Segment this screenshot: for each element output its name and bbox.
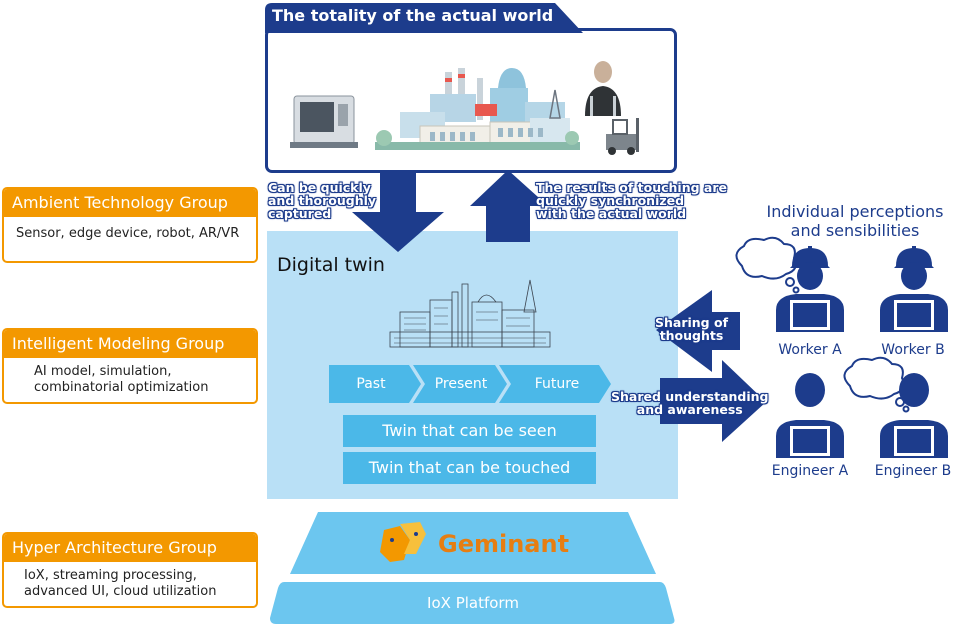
sync-arrow: [470, 170, 548, 242]
group-description: IoX, streaming processing, advanced UI, …: [4, 562, 256, 600]
group-description-line: AI model, simulation,: [34, 364, 172, 379]
engineer-a-label: Engineer A: [771, 463, 849, 479]
worker-b-icon: [880, 246, 948, 332]
twin-touched-box: Twin that can be touched: [343, 452, 596, 484]
perceptions-heading-line: Individual perceptions: [766, 202, 944, 221]
engineer-b-icon: [880, 373, 948, 458]
ambient-technology-group: Ambient Technology Group Sensor, edge de…: [2, 187, 258, 263]
intelligent-modeling-group: Intelligent Modeling Group AI model, sim…: [2, 328, 258, 404]
forklift-icon: [606, 118, 639, 155]
sharing-arrow: [656, 290, 740, 372]
iox-platform-label: IoX Platform: [427, 594, 519, 612]
timeline-past: Past: [356, 376, 386, 392]
group-title: Intelligent Modeling Group: [4, 330, 256, 358]
group-description: Sensor, edge device, robot, AR/VR: [16, 226, 240, 241]
sync-label: The results of touching are quickly sync…: [536, 180, 727, 221]
timeline-present: Present: [434, 376, 488, 392]
geminant-logo-icon: [380, 522, 426, 562]
twin-seen-box: Twin that can be seen: [343, 415, 596, 447]
thought-bubble-icon: [843, 356, 910, 413]
engineer-a-icon: [776, 373, 844, 458]
group-title: Hyper Architecture Group: [4, 534, 256, 562]
iox-platform-layer: [270, 582, 675, 624]
worker-a-label: Worker A: [778, 342, 842, 358]
group-description-line: advanced UI, cloud utilization: [24, 584, 217, 599]
digital-twin-factory-sketch: [389, 279, 551, 348]
engineer-b-label: Engineer B: [874, 463, 952, 479]
worker-photo-icon: [585, 61, 621, 116]
geminant-brand: Geminant: [438, 530, 570, 558]
group-description-line: combinatorial optimization: [34, 380, 209, 395]
shared-understanding-arrow: [660, 360, 766, 442]
thought-bubble-icon: [735, 236, 800, 294]
platform-shapes: [270, 512, 675, 624]
actual-world-illustration: [290, 61, 639, 155]
timeline-future: Future: [534, 376, 580, 392]
group-description-line: IoX, streaming processing,: [24, 568, 197, 583]
actual-world-title-tab: [265, 3, 583, 33]
group-description: AI model, simulation, combinatorial opti…: [4, 358, 256, 396]
geminant-layer: [290, 512, 656, 574]
group-title: Ambient Technology Group: [4, 189, 256, 217]
capture-arrow: [352, 173, 444, 252]
people-illustration: [735, 236, 948, 458]
factory-icon: [375, 68, 580, 150]
hyper-architecture-group: Hyper Architecture Group IoX, streaming …: [2, 532, 258, 608]
timeline-chevrons: [329, 365, 611, 403]
capture-label: Can be quickly and thoroughly captured: [268, 180, 377, 221]
worker-b-label: Worker B: [881, 342, 945, 358]
worker-a-icon: [776, 246, 844, 332]
shared-understanding-label: Shared understanding and awareness: [611, 389, 769, 417]
actual-world-title: The totality of the actual world: [272, 6, 554, 25]
perceptions-heading: Individual perceptions and sensibilities: [740, 202, 960, 240]
sharing-label: Sharing of thoughts: [655, 315, 729, 343]
digital-twin-title: Digital twin: [277, 254, 385, 276]
machine-tool-icon: [290, 95, 358, 148]
perceptions-heading-line: and sensibilities: [790, 221, 920, 240]
